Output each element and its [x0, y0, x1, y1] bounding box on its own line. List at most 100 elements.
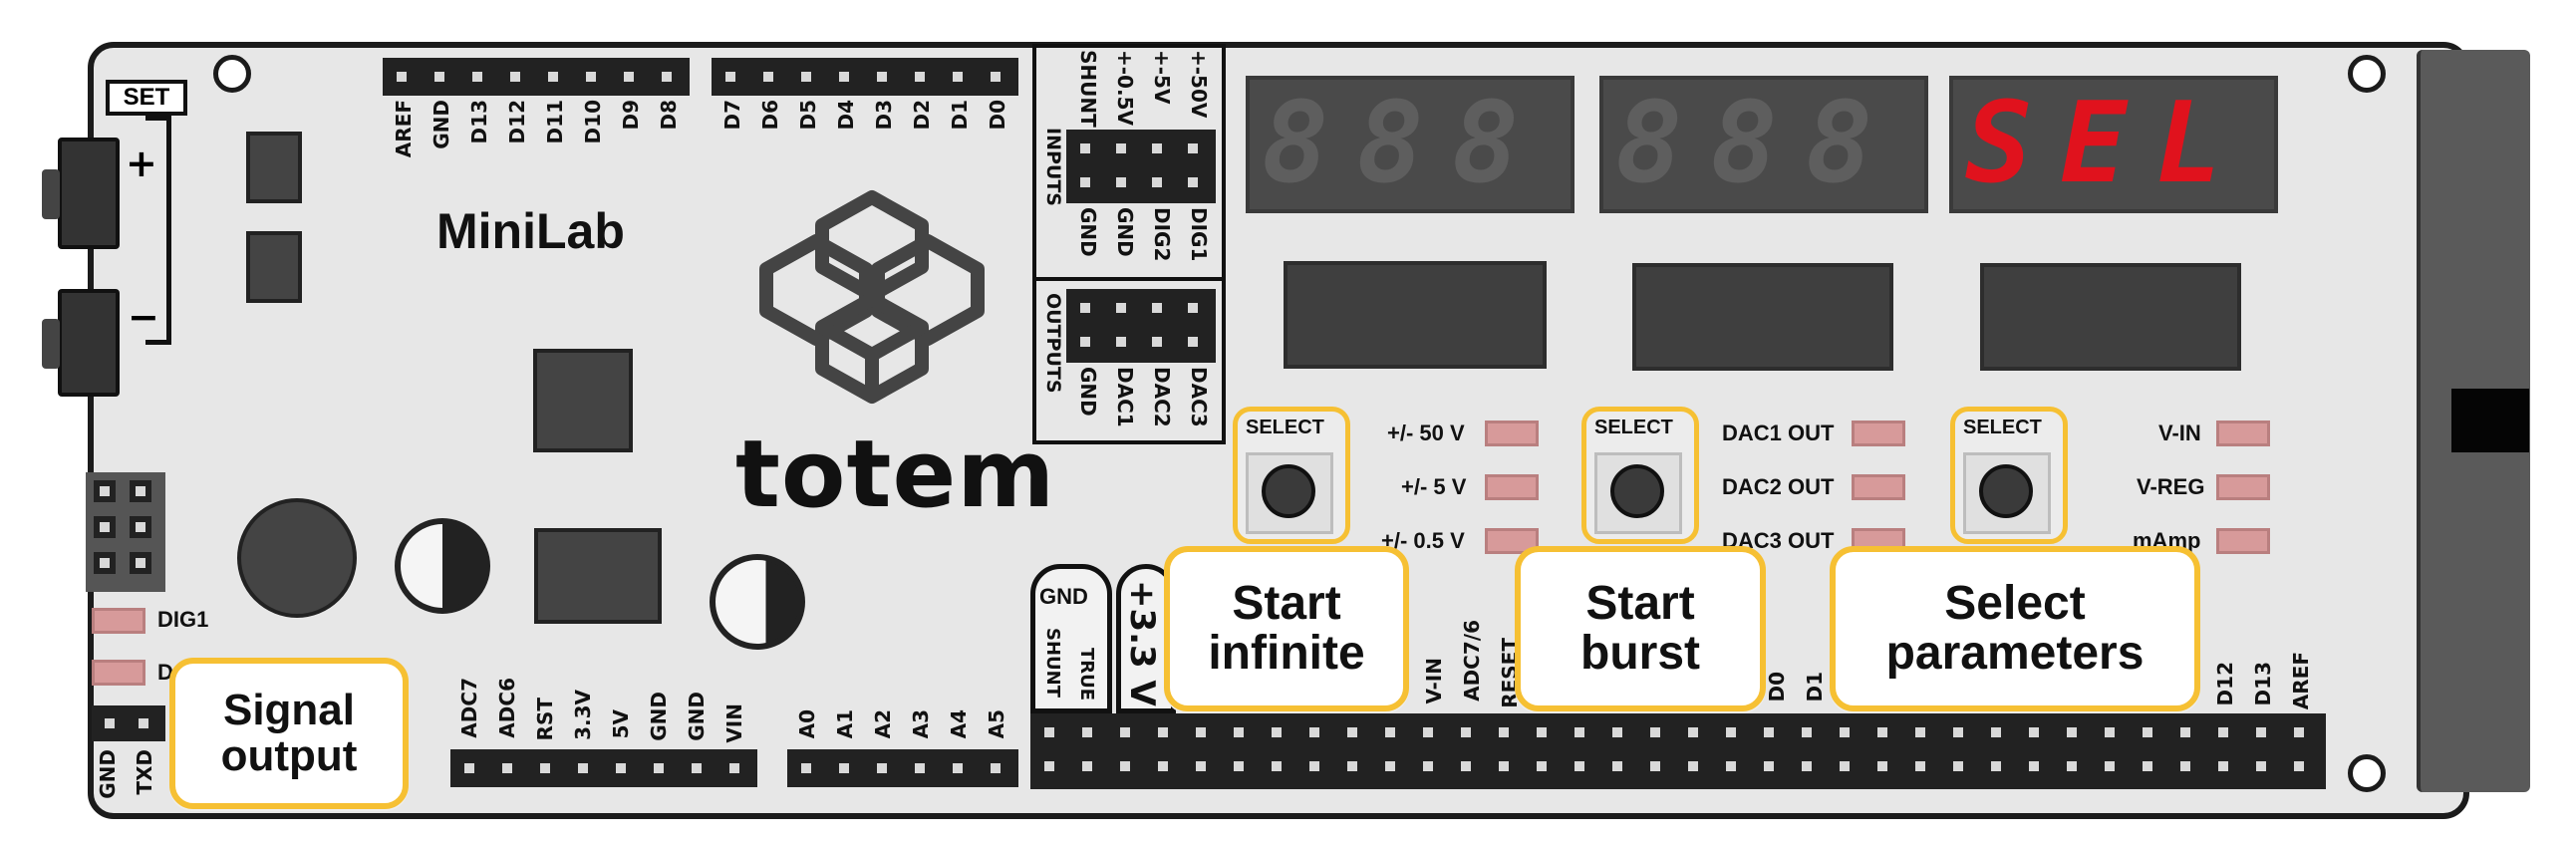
header-pin	[1152, 721, 1174, 743]
header-pin	[1303, 755, 1325, 777]
header-pin	[94, 480, 116, 502]
led	[2216, 421, 2270, 446]
board-name: MiniLab	[436, 203, 625, 259]
plus-button-cap[interactable]	[42, 169, 60, 219]
pin-label: GND	[685, 692, 709, 741]
header-pin	[947, 66, 969, 88]
display-1	[1246, 76, 1574, 213]
pin-label: D1	[948, 100, 972, 131]
button-panel-3	[1980, 263, 2241, 371]
header-pin	[610, 757, 632, 779]
header-pin	[466, 66, 488, 88]
connector-tab	[2451, 389, 2529, 452]
header-pin	[1074, 171, 1096, 193]
inputs-label: SHUNT	[1076, 50, 1100, 128]
header-pin	[1038, 755, 1060, 777]
header-pin	[2137, 755, 2158, 777]
header-pin	[2250, 721, 2272, 743]
true-label: TRUE	[1076, 648, 1097, 702]
pin-label: GND	[429, 100, 453, 149]
header-pin	[2099, 755, 2121, 777]
pin-label: VIN	[722, 703, 746, 743]
header-pin	[833, 757, 855, 779]
header-pin	[2174, 755, 2196, 777]
header-pin	[1909, 755, 1931, 777]
plus-button[interactable]	[58, 138, 120, 249]
callout-text: Select	[1944, 576, 2086, 630]
header-pin	[534, 757, 556, 779]
select-label: SELECT	[1594, 417, 1673, 438]
pin-label: ADC7/6	[1460, 620, 1484, 702]
header-pin	[1182, 331, 1204, 353]
header-pin	[1190, 755, 1212, 777]
header-pin	[1341, 721, 1363, 743]
pin-label: D8	[657, 100, 681, 131]
totem-logo-icon	[759, 190, 985, 404]
brand-name: totem	[735, 421, 1056, 529]
button-panel-2	[1632, 263, 1893, 371]
pin-label: D4	[834, 100, 858, 131]
pin-label: GND	[647, 692, 671, 741]
header-pin	[572, 757, 594, 779]
header-pin	[985, 66, 1006, 88]
header-pin	[1455, 755, 1477, 777]
header-pin	[1228, 755, 1250, 777]
pin-label: AREF	[2289, 652, 2313, 710]
v33-label: +3.3 V	[1122, 580, 1162, 706]
select-button-burst[interactable]	[1610, 464, 1664, 518]
header-pin	[2023, 755, 2045, 777]
outputs-label: DAC2	[1150, 367, 1174, 427]
header-pin	[130, 552, 151, 574]
header-pin	[2212, 721, 2234, 743]
select-button-infinite[interactable]	[1262, 464, 1315, 518]
smd-chip	[246, 132, 302, 203]
header-pin	[833, 66, 855, 88]
mounting-hole	[2348, 754, 2386, 792]
bottom-header-2	[787, 749, 1018, 787]
pin-label: D12	[2213, 662, 2237, 706]
header-pin	[1947, 755, 1969, 777]
header-pin	[496, 757, 518, 779]
outputs-label: DAC1	[1113, 367, 1137, 427]
led	[2216, 528, 2270, 554]
header-pin	[1720, 721, 1742, 743]
header-pin	[2288, 755, 2310, 777]
header-pin	[458, 757, 480, 779]
callout-text: Start	[1585, 576, 1695, 630]
header-pin	[1720, 755, 1742, 777]
inputs-title: INPUTS	[1042, 128, 1064, 206]
header-pin	[130, 480, 151, 502]
header-pin	[1146, 138, 1168, 159]
led-label: +/- 5 V	[1401, 474, 1467, 499]
outputs-title: OUTPUTS	[1042, 293, 1064, 394]
header-pin	[1682, 755, 1704, 777]
select-button-parameters[interactable]	[1979, 464, 2033, 518]
header-pin	[1796, 755, 1818, 777]
led-label: V-REG	[2137, 474, 2205, 499]
header-pin	[1758, 755, 1780, 777]
header-pin	[2250, 755, 2272, 777]
callout-text: output	[220, 731, 358, 780]
io-block-frame	[1032, 44, 1226, 444]
header-pin	[909, 757, 931, 779]
header-pin	[686, 757, 708, 779]
header-pin	[1644, 755, 1666, 777]
pin-label: D1	[1803, 672, 1827, 702]
minus-button[interactable]	[58, 289, 120, 397]
header-pin	[1417, 721, 1439, 743]
header-pin	[391, 66, 413, 88]
header-pin	[1531, 721, 1553, 743]
pin-label: TXD	[133, 749, 156, 795]
header-pin	[1871, 721, 1893, 743]
header-pin	[985, 757, 1006, 779]
minus-button-cap[interactable]	[42, 319, 60, 369]
capacitor	[710, 554, 805, 650]
pin-label: D11	[543, 100, 567, 144]
header-pin	[504, 66, 526, 88]
gnd-shunt-block	[1030, 564, 1112, 713]
pin-label: A3	[909, 709, 933, 739]
